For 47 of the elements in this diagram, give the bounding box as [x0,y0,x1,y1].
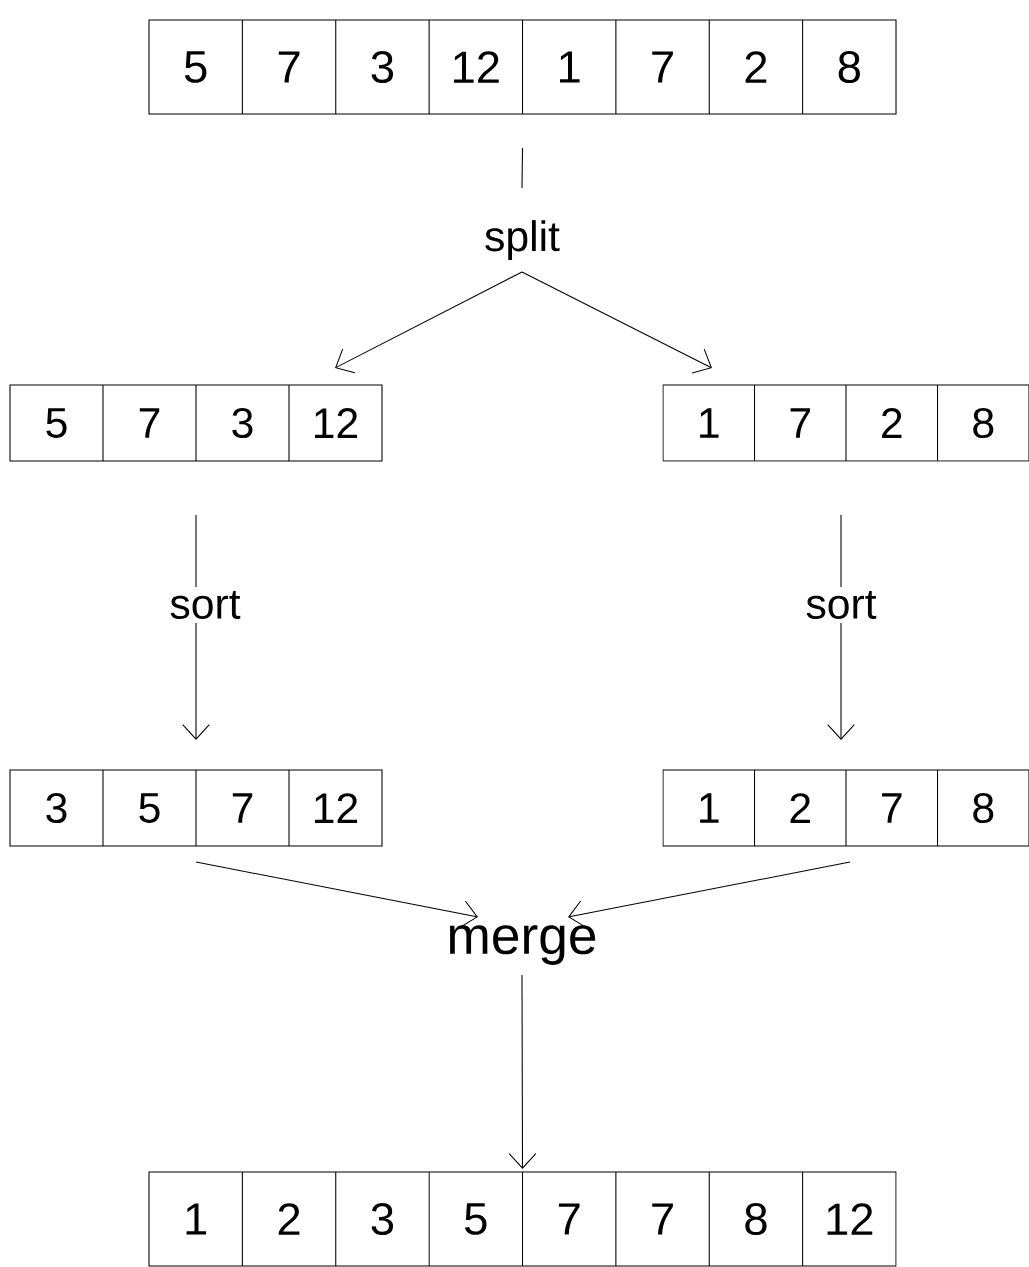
cell-value: 7 [790,408,810,438]
number-array [9,384,383,462]
cell-value: 3 [232,407,253,439]
cell-value: 8 [838,50,860,84]
cell-value: 7 [652,51,673,83]
cell-value: 12 [827,1203,873,1235]
cell-value: 8 [973,407,994,439]
cell-value: 3 [371,50,394,84]
cell-value: 3 [371,1202,394,1236]
cell-value: 1 [560,51,580,83]
cell-value: 7 [652,1203,673,1235]
number-array [148,19,897,115]
cell-value: 3 [46,792,67,824]
cell-value: 7 [278,51,300,83]
number-array [662,769,1029,847]
number-array [662,384,1029,462]
cell-value: 8 [973,792,994,824]
cell-value: 1 [700,408,719,438]
arrow [521,271,712,374]
cell-value: 7 [139,408,160,438]
cell-value: 1 [186,1203,207,1235]
cell-value: 5 [465,1203,487,1235]
cell-value: 7 [232,793,253,823]
cell-value: 1 [700,793,719,823]
arrow [335,271,523,374]
cell-value: 12 [315,793,358,823]
cell-value: 2 [790,793,810,823]
cell-value: 5 [46,408,67,438]
number-array [148,1171,897,1267]
number-array [9,769,383,847]
cell-value: 7 [882,793,902,823]
cell-value: 5 [184,51,207,83]
cell-value: 2 [278,1203,300,1235]
cell-value: 7 [558,1203,580,1235]
arrow [508,974,537,1169]
step-label: merge [449,925,596,965]
cell-value: 12 [454,51,499,83]
cell-value: 12 [315,408,358,438]
edge-label: sort [165,587,245,623]
arrow [195,861,478,928]
cell-value: 2 [882,408,902,438]
edge-label: sort [801,587,881,623]
cell-value: 5 [139,793,160,823]
cell-value: 2 [745,51,767,83]
cell-value: 8 [745,1202,767,1236]
step-label: split [485,220,560,260]
arrow [568,861,851,928]
